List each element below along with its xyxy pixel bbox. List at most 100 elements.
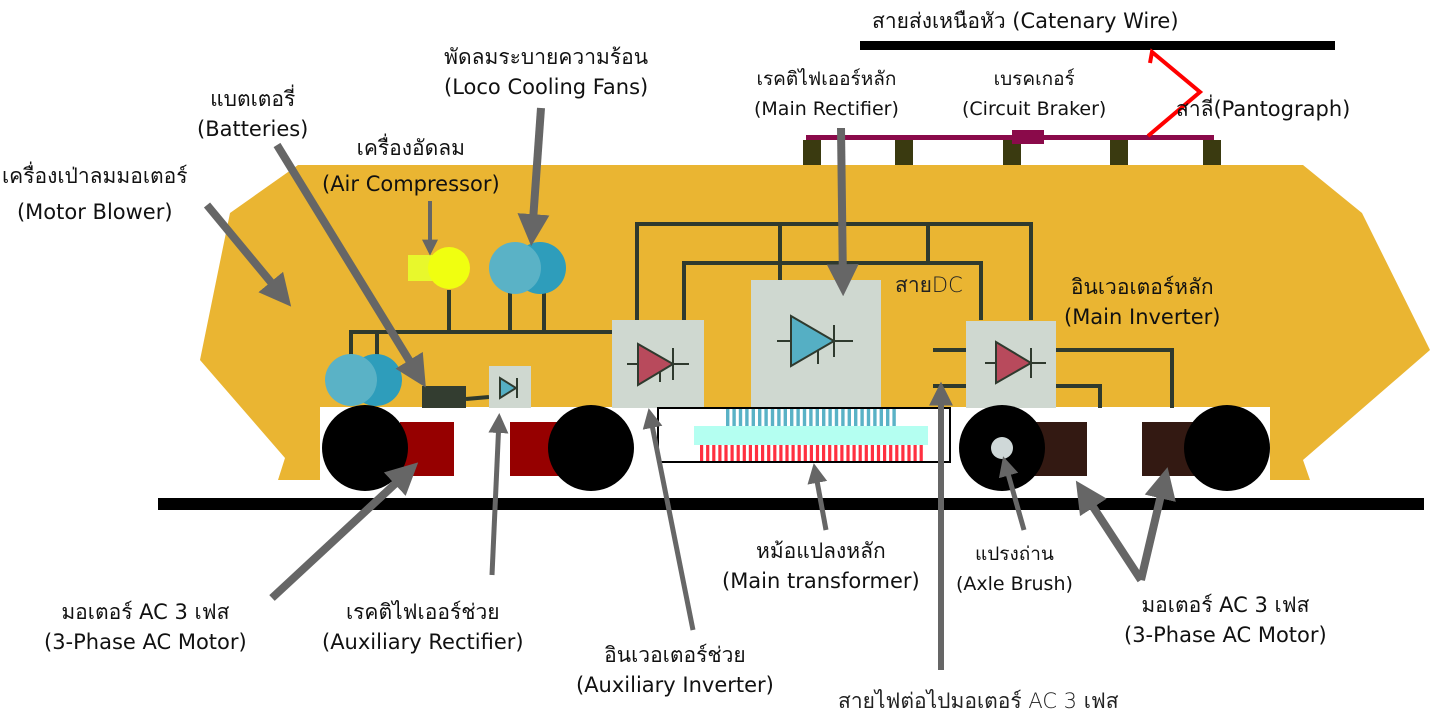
thyristor-icon bbox=[627, 342, 689, 387]
winding-stripe bbox=[791, 445, 795, 461]
winding-stripe bbox=[879, 409, 883, 426]
label-aux-rectifier: เรคติไฟเออร์ช่วย(Auxiliary Rectifier) bbox=[322, 600, 524, 654]
roof-insulator bbox=[1110, 140, 1128, 165]
winding-stripe bbox=[815, 409, 819, 426]
winding-stripe bbox=[748, 445, 752, 461]
label-axle-brush: แปรงถ่าน(Axle Brush) bbox=[956, 543, 1073, 595]
wheel bbox=[548, 405, 634, 491]
winding-stripe bbox=[764, 409, 768, 426]
pointer-arrows bbox=[203, 107, 1176, 670]
winding-stripe bbox=[770, 409, 775, 426]
winding-stripe bbox=[761, 445, 765, 461]
winding-stripe bbox=[892, 409, 896, 426]
roof-insulator bbox=[803, 140, 821, 165]
winding-stripe bbox=[785, 445, 789, 461]
winding-stripe bbox=[700, 445, 704, 461]
winding-stripe bbox=[736, 445, 740, 461]
winding-stripe bbox=[809, 409, 813, 426]
label-dc-link: สายDC bbox=[895, 273, 963, 297]
label-motor-blower: เครื่องเป่าลมมอเตอร์(Motor Blower) bbox=[2, 164, 188, 224]
thyristor-icon bbox=[777, 314, 853, 368]
arrow-main-rectifier bbox=[826, 127, 859, 297]
winding-stripe bbox=[828, 445, 832, 461]
winding-stripe bbox=[864, 445, 868, 461]
wheel bbox=[1184, 405, 1270, 491]
winding-stripe bbox=[790, 409, 794, 426]
arrow-transformer bbox=[807, 463, 829, 531]
winding-stripe bbox=[809, 445, 813, 461]
winding-stripe bbox=[886, 409, 890, 426]
winding-stripe bbox=[901, 445, 905, 461]
winding-stripe bbox=[758, 409, 762, 426]
winding-stripe bbox=[803, 445, 807, 461]
winding-stripe bbox=[777, 409, 781, 426]
winding-stripe bbox=[834, 445, 838, 461]
wheel bbox=[322, 405, 408, 491]
arrow-motor-right-a bbox=[1075, 480, 1145, 583]
winding-stripe bbox=[913, 445, 917, 461]
winding-stripe bbox=[783, 409, 787, 426]
air-compressor bbox=[428, 247, 470, 289]
winding-stripe bbox=[730, 445, 734, 461]
secondary-winding bbox=[700, 445, 923, 461]
winding-stripe bbox=[919, 445, 923, 461]
winding-stripe bbox=[779, 445, 783, 461]
winding-stripe bbox=[767, 445, 771, 461]
winding-stripe bbox=[724, 445, 728, 461]
label-main-transformer: หม้อแปลงหลัก(Main transformer) bbox=[722, 539, 920, 593]
winding-stripe bbox=[889, 445, 893, 461]
label-motor-cable: สายไฟต่อไปมอเตอร์ AC 3 เฟส bbox=[838, 689, 1119, 713]
winding-stripe bbox=[754, 445, 759, 461]
winding-stripe bbox=[712, 445, 716, 461]
label-circuit-breaker: เบรคเกอร์(Circuit Braker) bbox=[962, 68, 1107, 120]
winding-stripe bbox=[773, 445, 777, 461]
label-pantograph: สาลี่(Pantograph) bbox=[1176, 97, 1351, 121]
winding-stripe bbox=[883, 445, 887, 461]
batteries bbox=[422, 386, 466, 408]
axle-brush bbox=[991, 437, 1013, 459]
arrow-motor-right-b bbox=[1137, 467, 1176, 581]
label-cooling-fans: พัดลมระบายความร้อน(Loco Cooling Fans) bbox=[444, 45, 649, 99]
winding-stripe bbox=[742, 445, 746, 461]
winding-stripe bbox=[797, 445, 801, 461]
winding-stripe bbox=[822, 445, 826, 461]
roof-insulator bbox=[1003, 140, 1021, 165]
winding-stripe bbox=[738, 409, 743, 426]
winding-stripe bbox=[834, 409, 839, 426]
roof-insulator bbox=[895, 140, 913, 165]
winding-stripe bbox=[706, 445, 710, 461]
catenary-wire bbox=[860, 41, 1335, 50]
primary-winding bbox=[726, 409, 896, 426]
winding-stripe bbox=[858, 445, 862, 461]
diode-icon bbox=[499, 376, 518, 400]
winding-stripe bbox=[822, 409, 826, 426]
pantograph bbox=[1146, 48, 1204, 138]
roof-bus-bar bbox=[806, 135, 1214, 140]
winding-stripe bbox=[718, 445, 722, 461]
label-batteries: แบตเตอรี่(Batteries) bbox=[197, 87, 309, 141]
circuit-breaker bbox=[1012, 130, 1044, 144]
arrow-motor-left bbox=[269, 462, 419, 601]
winding-stripe bbox=[907, 445, 911, 461]
label-air-compressor: เครื่องอัดลม(Air Compressor) bbox=[322, 136, 500, 196]
winding-stripe bbox=[860, 409, 864, 426]
label-catenary: สายส่งเหนือหัว (Catenary Wire) bbox=[872, 9, 1179, 33]
winding-stripe bbox=[751, 409, 755, 426]
winding-stripe bbox=[726, 409, 730, 426]
arrow-aux-rectifier bbox=[488, 413, 509, 576]
winding-stripe bbox=[895, 445, 899, 461]
winding-stripe bbox=[796, 409, 800, 426]
label-main-rectifier: เรคติไฟเออร์หลัก(Main Rectifier) bbox=[754, 68, 899, 120]
winding-stripe bbox=[854, 409, 858, 426]
winding-stripe bbox=[873, 409, 877, 426]
thyristor-icon bbox=[985, 340, 1046, 385]
traction-motor bbox=[400, 422, 454, 476]
label-motor-right: มอเตอร์ AC 3 เฟส(3-Phase AC Motor) bbox=[1124, 593, 1327, 647]
label-aux-inverter: อินเวอเตอร์ช่วย(Auxiliary Inverter) bbox=[576, 643, 774, 697]
arrow-axle-brush bbox=[998, 456, 1027, 531]
cooling-fan bbox=[489, 242, 541, 294]
winding-stripe bbox=[815, 445, 820, 461]
winding-stripe bbox=[847, 409, 851, 426]
transformer-core bbox=[694, 426, 928, 445]
